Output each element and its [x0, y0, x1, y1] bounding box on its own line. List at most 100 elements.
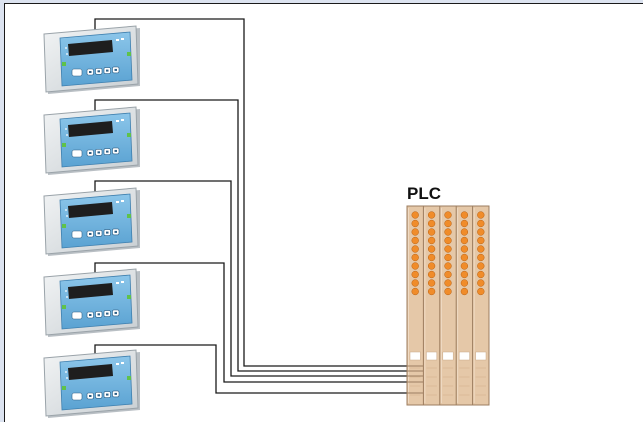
button-glyph-icon: [89, 314, 92, 316]
led-icon: [127, 133, 131, 137]
plc-led-icon: [477, 279, 485, 287]
plc-body: [406, 205, 490, 406]
plc-led-icon: [460, 211, 469, 219]
dot-icon: [66, 53, 68, 55]
button-glyph-icon: [106, 393, 109, 396]
plc-led-icon: [460, 219, 469, 228]
indicator-mark: [121, 362, 124, 364]
button-glyph-icon: [89, 395, 92, 397]
controller-display: [68, 283, 113, 299]
controller-4: [43, 268, 140, 337]
plc-led-icon: [460, 287, 469, 296]
plc-led-icon: [444, 228, 452, 236]
plc-led-icon: [427, 262, 436, 270]
plc-led-icon: [427, 287, 436, 296]
controller-display: [68, 202, 113, 218]
indicator-mark: [121, 119, 124, 121]
plc-led-icon: [411, 245, 419, 253]
plc-led-icon: [411, 211, 419, 219]
button-glyph-icon: [106, 231, 109, 234]
terminal-label: [426, 351, 438, 361]
led-icon: [127, 52, 131, 56]
led-icon: [62, 386, 66, 390]
plc-led-icon: [477, 245, 485, 253]
button-glyph-icon: [106, 150, 109, 153]
plc-led-icon: [427, 236, 436, 245]
plc-led-icon: [444, 253, 452, 262]
indicator-mark: [116, 363, 119, 365]
plc-led-icon: [427, 211, 436, 219]
plc-led-icon: [444, 219, 452, 228]
plc-led-icon: [477, 270, 485, 279]
controller-2: [43, 106, 140, 175]
button-glyph-icon: [89, 233, 92, 235]
controller-face: [59, 274, 133, 330]
controller-display: [68, 40, 113, 56]
dot-icon: [65, 371, 67, 373]
plc-led-icon: [444, 245, 452, 253]
plc-led-icon: [444, 270, 452, 279]
dot-icon: [65, 128, 67, 130]
button-glyph-icon: [114, 230, 117, 233]
plc-led-icon: [477, 228, 485, 236]
led-icon: [62, 224, 66, 228]
plc-led-icon: [411, 253, 419, 262]
controller-display: [68, 121, 113, 137]
button-glyph-icon: [114, 392, 117, 395]
button-icon: [71, 68, 83, 77]
plc-led-icon: [460, 270, 469, 279]
terminal-label: [442, 351, 454, 361]
terminal-label: [475, 351, 487, 361]
button-glyph-icon: [114, 149, 117, 152]
indicator-mark: [121, 281, 124, 283]
plc-led-icon: [411, 270, 419, 279]
wire-1: [94, 18, 407, 367]
plc-led-icon: [444, 262, 452, 270]
plc-led-icon: [460, 228, 469, 236]
terminal-label: [409, 351, 421, 361]
plc-led-icon: [427, 270, 436, 279]
button-glyph-icon: [106, 312, 109, 315]
indicator-mark: [121, 200, 124, 202]
plc-led-icon: [427, 279, 436, 287]
wire-3: [94, 180, 407, 377]
led-icon: [62, 305, 66, 309]
indicator-mark: [121, 38, 124, 40]
dot-icon: [65, 290, 67, 292]
wires: [94, 18, 407, 394]
plc-led-icon: [477, 287, 485, 296]
plc-led-icon: [460, 279, 469, 287]
led-icon: [127, 214, 131, 218]
button-glyph-icon: [89, 71, 92, 73]
plc-led-icon: [411, 236, 419, 245]
dot-icon: [65, 47, 67, 49]
plc: PLC: [406, 184, 490, 406]
plc-led-icon: [411, 262, 419, 270]
controllers: [43, 25, 140, 418]
led-icon: [127, 295, 131, 299]
led-icon: [127, 376, 131, 380]
controller-5: [43, 349, 140, 418]
plc-led-icon: [427, 245, 436, 253]
plc-led-icon: [444, 287, 452, 296]
indicator-mark: [116, 282, 119, 284]
wire-4: [94, 262, 407, 383]
plc-led-icon: [477, 253, 485, 262]
plc-led-icon: [444, 211, 452, 219]
plc-led-icon: [411, 287, 419, 296]
led-icon: [62, 143, 66, 147]
dot-icon: [66, 215, 68, 217]
wire-5: [94, 344, 407, 394]
terminal-label: [458, 351, 470, 361]
button-icon: [71, 311, 83, 320]
plc-led-icon: [444, 279, 452, 287]
button-glyph-icon: [114, 68, 117, 71]
wire-2: [94, 99, 407, 372]
plc-led-icon: [477, 262, 485, 270]
dot-icon: [66, 296, 68, 298]
dot-icon: [65, 209, 67, 211]
controller-face: [59, 193, 133, 249]
plc-led-icon: [460, 245, 469, 253]
